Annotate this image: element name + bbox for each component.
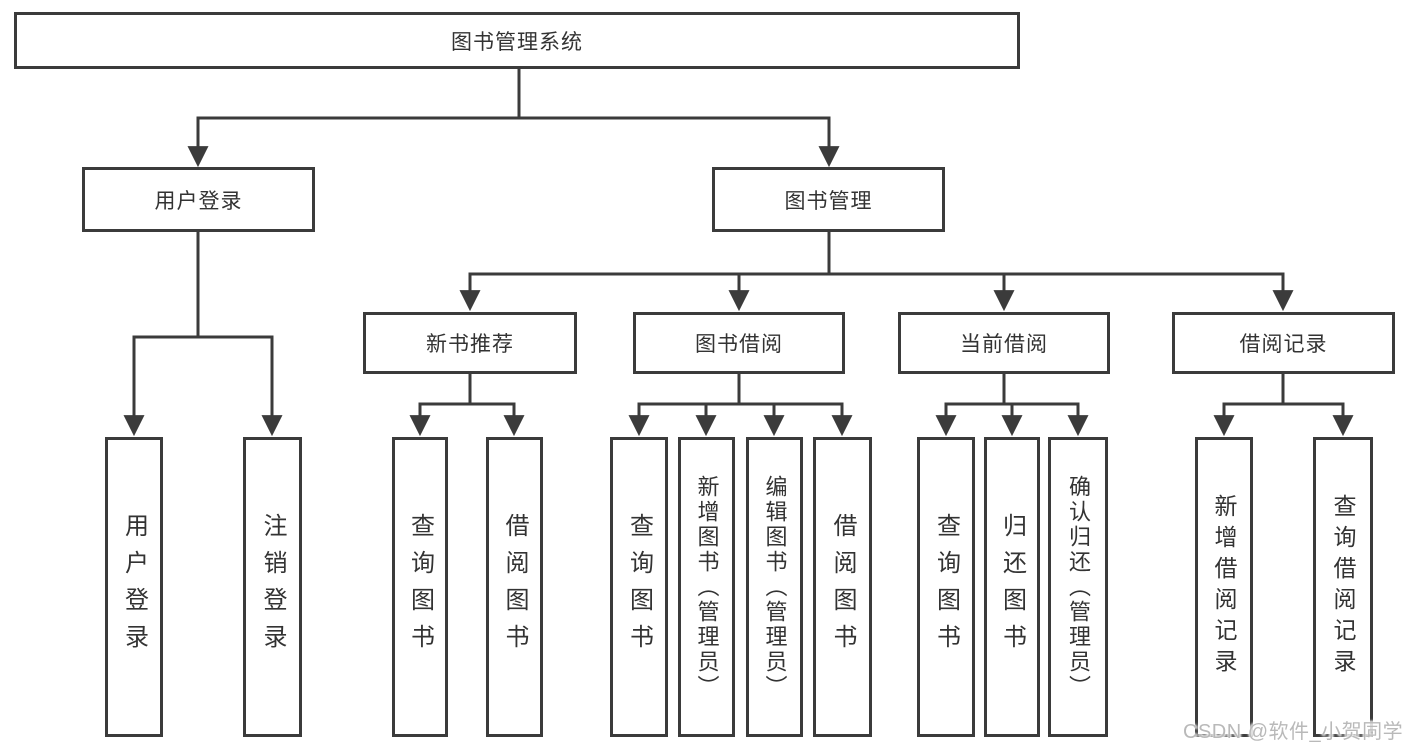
leaf-borrow-books: 借阅图书 [486,437,543,737]
leaf-user-login: 用户登录 [105,437,163,737]
node-book-management: 图书管理 [712,167,945,232]
csdn-watermark: CSDN @软件_小贺同学 [1183,721,1404,743]
leaf-query-books: 查询图书 [610,437,668,737]
leaf-borrow-books: 借阅图书 [813,437,872,737]
node-new-book-recommendation: 新书推荐 [363,312,577,374]
leaf-return-books: 归还图书 [984,437,1040,737]
leaf-query-books: 查询图书 [392,437,448,737]
leaf-edit-books-admin: 编辑图书（管理员） [746,437,803,737]
leaf-query-books: 查询图书 [917,437,975,737]
node-user-login: 用户登录 [82,167,315,232]
node-borrowing-records: 借阅记录 [1172,312,1395,374]
node-book-borrowing: 图书借阅 [633,312,845,374]
node-library-management-system: 图书管理系统 [14,12,1020,69]
leaf-add-books-admin: 新增图书（管理员） [678,437,735,737]
node-current-borrowing: 当前借阅 [898,312,1110,374]
leaf-add-borrow-record: 新增借阅记录 [1195,437,1253,737]
leaf-query-borrow-record: 查询借阅记录 [1313,437,1373,737]
leaf-confirm-return-admin: 确认归还（管理员） [1048,437,1108,737]
leaf-logout: 注销登录 [243,437,302,737]
